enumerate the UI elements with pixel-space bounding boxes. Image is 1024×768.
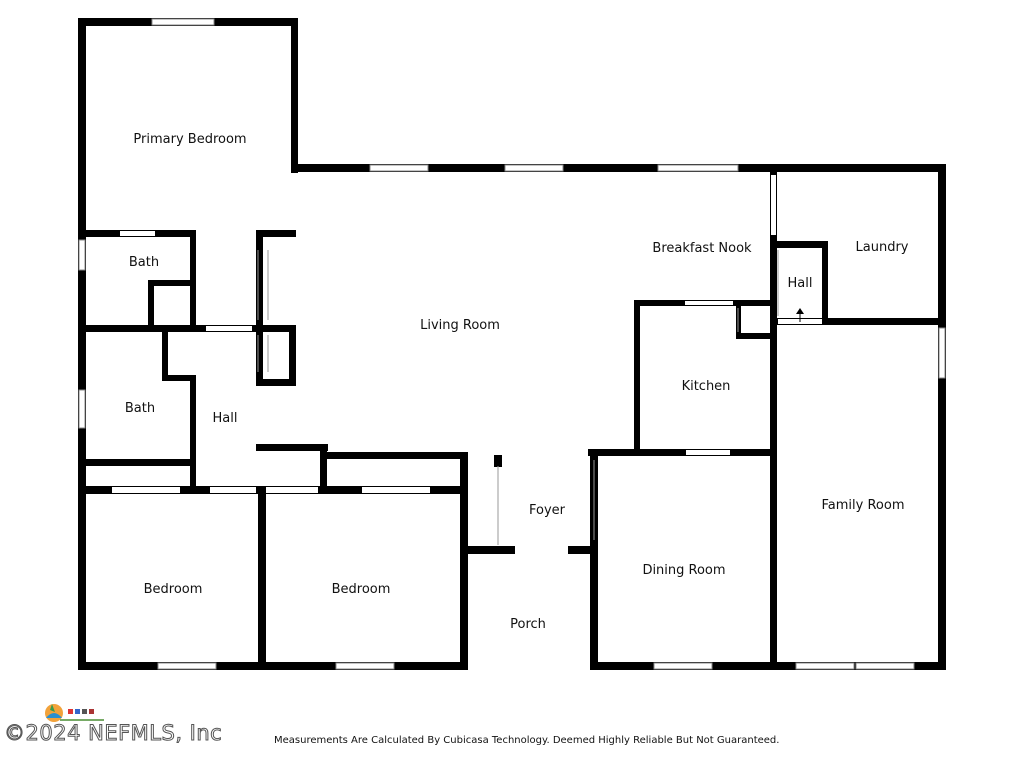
- room-label-breakfast-nook: Breakfast Nook: [652, 241, 752, 256]
- room-label-bath: Bath: [129, 255, 159, 270]
- measurement-disclaimer: Measurements Are Calculated By Cubicasa …: [274, 735, 780, 746]
- door-openings: [112, 175, 822, 669]
- room-label-family-room: Family Room: [822, 498, 905, 513]
- photography-logo: [45, 704, 104, 722]
- copyright-watermark: ©2024 NEFMLS, Inc: [3, 721, 223, 746]
- windows: [78, 18, 946, 670]
- room-label-dining-room: Dining Room: [642, 563, 725, 578]
- room-label-bedroom: Bedroom: [332, 582, 391, 597]
- arrow-up-icon: [796, 308, 804, 322]
- room-label-porch: Porch: [510, 617, 546, 632]
- room-label-bath: Bath: [125, 401, 155, 416]
- room-label-hall: Hall: [213, 411, 238, 426]
- room-label-hall: Hall: [788, 276, 813, 291]
- room-label-kitchen: Kitchen: [682, 379, 731, 394]
- room-label-living-room: Living Room: [420, 318, 500, 333]
- door-frames: [257, 250, 779, 545]
- room-label-laundry: Laundry: [856, 240, 909, 255]
- room-label-primary-bedroom: Primary Bedroom: [133, 132, 246, 147]
- walls: [78, 18, 946, 670]
- room-label-bedroom: Bedroom: [144, 582, 203, 597]
- room-label-foyer: Foyer: [529, 503, 566, 518]
